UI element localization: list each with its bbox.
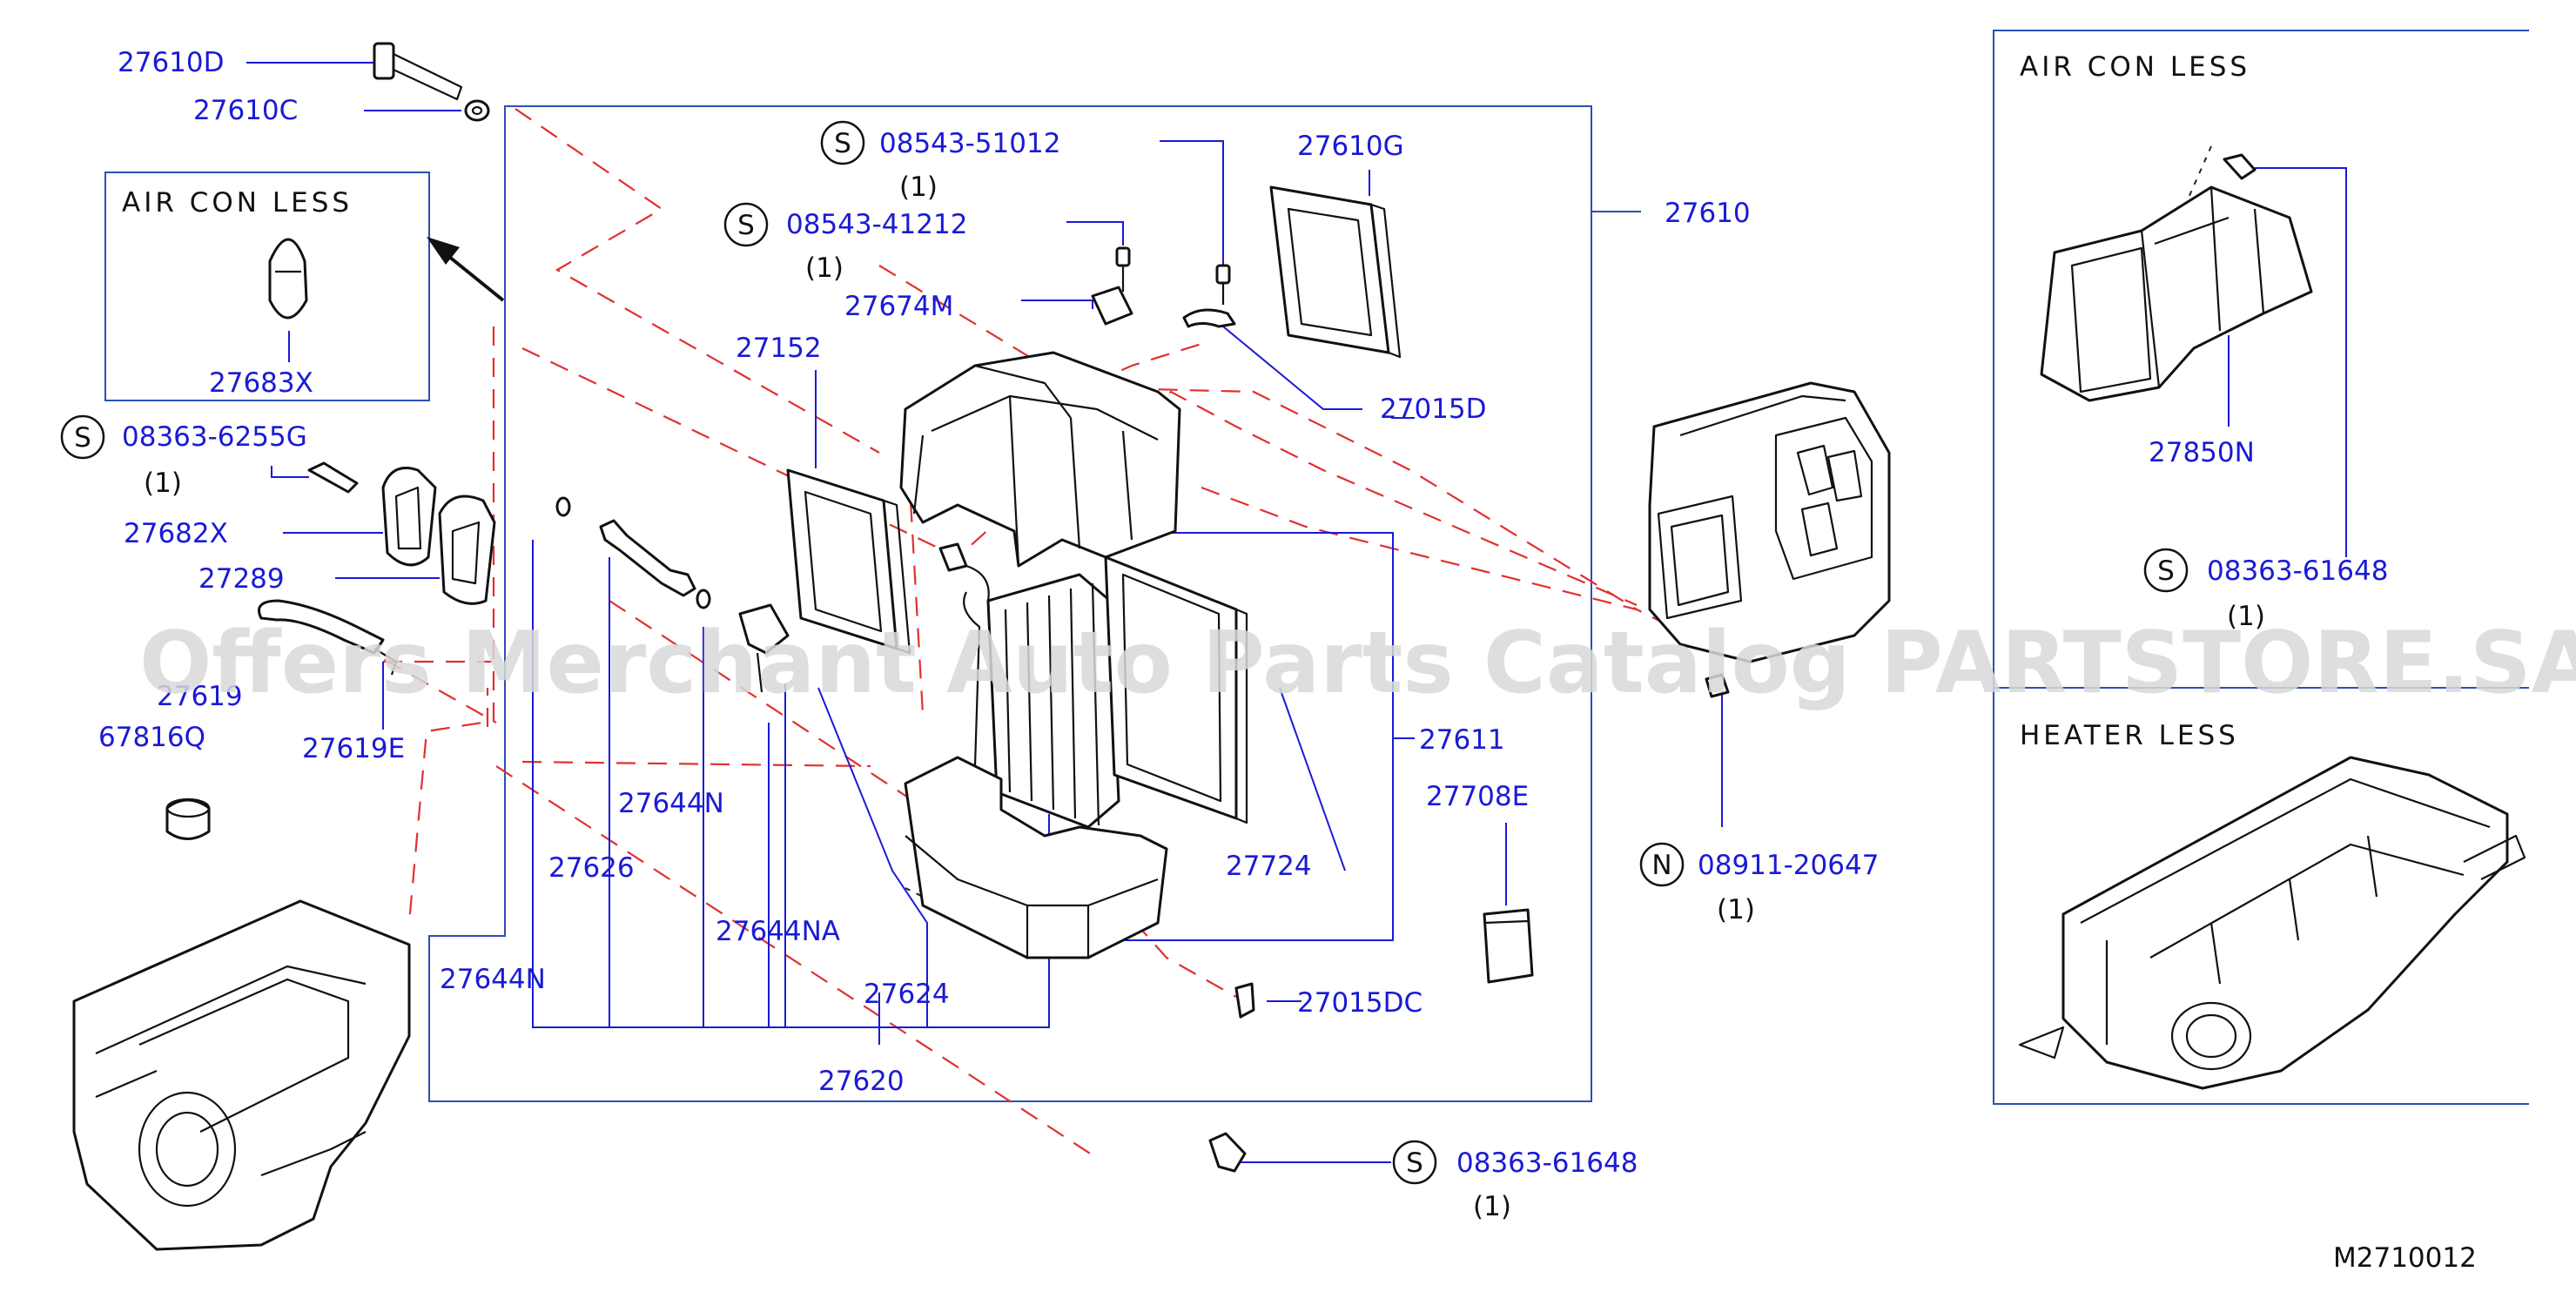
qty-08543-41212: (1) — [805, 252, 844, 284]
part-label-27724[interactable]: 27724 — [1226, 851, 1312, 882]
part-label-27610C[interactable]: 27610C — [193, 95, 298, 126]
filter-27152 — [786, 468, 911, 655]
fitting-27624 — [938, 542, 990, 602]
bolt-27610D — [373, 42, 463, 101]
symbol-s-08363-61648-bottom: S — [1392, 1140, 1437, 1185]
part-label-27152[interactable]: 27152 — [736, 333, 822, 364]
svg-text:S: S — [834, 128, 851, 159]
heater-unit-assembly — [72, 899, 411, 1251]
inset-frame-aircon-less-right — [1993, 30, 2529, 1105]
symbol-n-08911-20647: N — [1639, 842, 1685, 887]
diagram-code: M2710012 — [2333, 1242, 2477, 1274]
part-label-27708E[interactable]: 27708E — [1426, 781, 1529, 812]
clip-27015D — [1182, 308, 1236, 328]
part-label-67816Q[interactable]: 67816Q — [98, 722, 205, 753]
nut-08911-20647 — [1705, 673, 1730, 698]
part-label-27610D[interactable]: 27610D — [118, 47, 225, 78]
svg-text:S: S — [74, 422, 91, 454]
svg-text:S: S — [737, 210, 755, 241]
filter-27724 — [1104, 555, 1248, 824]
part-label-27850N[interactable]: 27850N — [2149, 437, 2255, 468]
symbol-s-08363-6255G: S — [60, 414, 105, 460]
symbol-s-08363-61648-inset: S — [2143, 548, 2189, 593]
watermark-text: Offers Merchant Auto Parts Catalog PARTS… — [139, 614, 2576, 713]
part-label-27620[interactable]: 27620 — [818, 1066, 905, 1097]
blower-case — [1648, 381, 1891, 663]
plug-27683X — [268, 238, 308, 320]
part-label-27610[interactable]: 27610 — [1665, 198, 1751, 229]
o-ring-27644N — [555, 496, 571, 517]
part-label-27015DC[interactable]: 27015DC — [1297, 987, 1423, 1019]
cap-67816Q — [165, 797, 211, 840]
main-assembly-frame — [428, 105, 1592, 1102]
washer-27610C — [464, 99, 490, 122]
part-label-08911-20647[interactable]: 08911-20647 — [1698, 850, 1879, 881]
svg-text:S: S — [2157, 555, 2175, 587]
inset-title-aircon-less-left: AIR CON LESS — [122, 187, 353, 219]
lower-case-27620 — [904, 756, 1168, 959]
qty-08911-20647: (1) — [1717, 894, 1755, 925]
part-label-27644NA[interactable]: 27644NA — [716, 916, 840, 947]
clip-27674M — [1091, 286, 1133, 326]
upper-housing — [899, 351, 1181, 568]
tube-27626 — [599, 519, 696, 597]
inset-frame-aircon-less-left — [104, 172, 430, 401]
part-label-27674M[interactable]: 27674M — [844, 291, 953, 322]
screw-08543-41212 — [1115, 246, 1131, 292]
part-label-08363-6255G[interactable]: 08363-6255G — [122, 421, 307, 453]
symbol-s-08543-51012: S — [820, 120, 865, 165]
part-label-27015D[interactable]: 27015D — [1380, 394, 1487, 425]
part-label-27683X[interactable]: 27683X — [209, 367, 313, 399]
qty-08363-61648-bottom: (1) — [1473, 1191, 1511, 1222]
screw-08363-61648 — [1208, 1132, 1247, 1173]
qty-08543-51012: (1) — [899, 172, 938, 203]
part-label-08543-41212[interactable]: 08543-41212 — [786, 209, 967, 240]
qty-08363-6255G: (1) — [144, 468, 182, 499]
filter-27610G — [1269, 185, 1402, 359]
o-ring-27644N-b — [696, 589, 711, 609]
evaporator-core-27611 — [963, 573, 1120, 829]
screw-08363-6255G — [307, 461, 359, 494]
gasket-27289 — [438, 495, 496, 605]
part-label-08543-51012[interactable]: 08543-51012 — [879, 128, 1060, 159]
svg-text:S: S — [1406, 1147, 1423, 1179]
part-label-27682X[interactable]: 27682X — [124, 518, 228, 549]
part-label-27610G[interactable]: 27610G — [1297, 131, 1404, 162]
part-label-27644N-center[interactable]: 27644N — [618, 788, 724, 819]
part-label-27289[interactable]: 27289 — [198, 563, 285, 595]
part-label-27626[interactable]: 27626 — [548, 852, 635, 884]
arrow-icon — [427, 237, 505, 302]
part-label-27619[interactable]: 27619 — [157, 681, 243, 712]
screw-08543-51012 — [1215, 264, 1231, 305]
sensor-27708E — [1483, 908, 1534, 984]
screw-inset — [2223, 153, 2257, 180]
hose-27619 — [258, 599, 398, 676]
qty-08363-61648-inset: (1) — [2227, 601, 2265, 632]
part-label-27644N-left[interactable]: 27644N — [440, 964, 546, 995]
symbol-s-08543-41212: S — [723, 202, 769, 247]
svg-text:N: N — [1651, 850, 1671, 881]
heater-less-unit — [2018, 756, 2526, 1090]
valve-27644NA — [738, 603, 790, 693]
inset-title-heater-less: HEATER LESS — [2020, 720, 2239, 751]
clip-27015DC — [1234, 982, 1255, 1019]
part-label-27619E[interactable]: 27619E — [302, 733, 405, 764]
gasket-27682X — [381, 467, 437, 567]
part-label-08363-61648-inset[interactable]: 08363-61648 — [2207, 555, 2388, 587]
intake-duct-27850N — [2040, 185, 2313, 402]
part-label-27624[interactable]: 27624 — [864, 979, 950, 1010]
inset-title-aircon-less-right: AIR CON LESS — [2020, 51, 2250, 83]
part-label-27611[interactable]: 27611 — [1419, 724, 1505, 756]
part-label-08363-61648-bottom[interactable]: 08363-61648 — [1456, 1147, 1638, 1179]
